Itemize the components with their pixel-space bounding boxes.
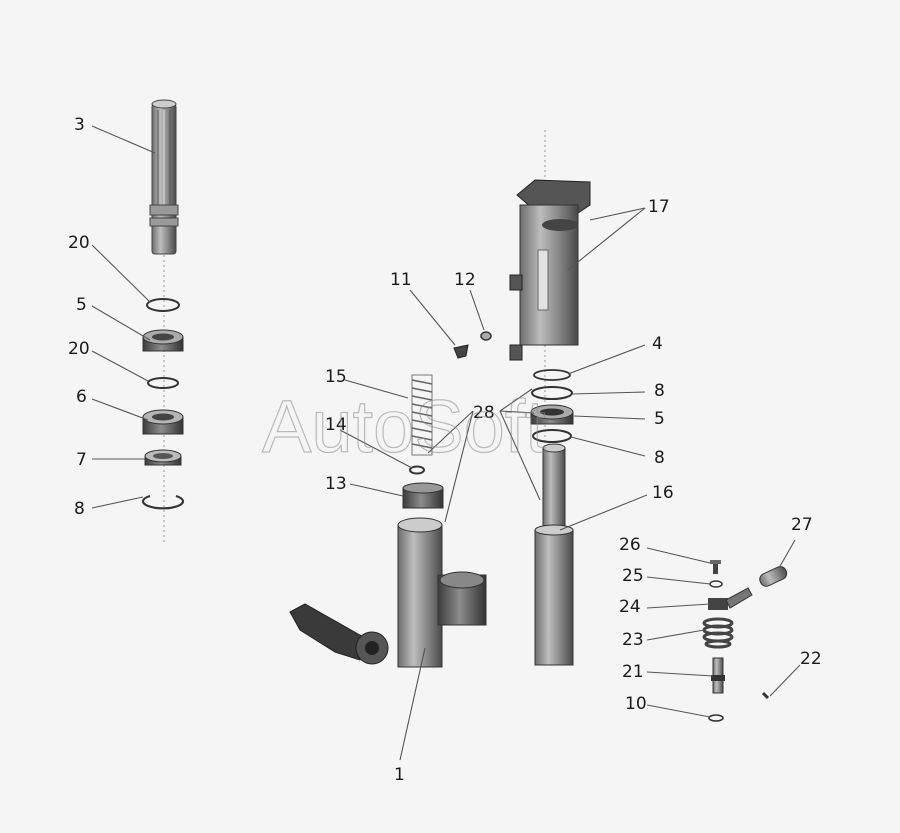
callout-3: 3 [74, 115, 85, 135]
callout-15: 15 [325, 367, 347, 387]
callout-27: 27 [791, 515, 813, 535]
leader-lines [91, 125, 801, 761]
part-20-ring-lower [147, 377, 179, 389]
part-8-ring-lower-right [532, 429, 572, 443]
part-5-bearing-right [530, 404, 574, 425]
part-5-bearing-left [142, 329, 184, 352]
callout-23: 23 [622, 630, 644, 650]
callout-26: 26 [619, 535, 641, 555]
callout-labels: 3 20 5 20 6 7 8 17 11 12 4 15 8 28 5 14 … [68, 115, 822, 785]
part-17-bracket-housing [509, 179, 591, 361]
part-1-body [289, 517, 487, 668]
callout-14: 14 [325, 415, 347, 435]
part-15-spring [411, 374, 433, 456]
part-21-plunger [711, 657, 725, 694]
part-11-screw [453, 344, 469, 359]
callout-17: 17 [648, 197, 670, 217]
callout-20-upper: 20 [68, 233, 90, 253]
part-6-bearing [142, 409, 184, 435]
part-26-bolt [710, 560, 721, 574]
callout-8-upper-right: 8 [654, 381, 665, 401]
callout-8-lower-right: 8 [654, 448, 665, 468]
part-12-washer [480, 331, 492, 341]
callout-25: 25 [622, 566, 644, 586]
callout-5-right: 5 [654, 409, 665, 429]
callout-8-left: 8 [74, 499, 85, 519]
part-13-bush [402, 482, 444, 509]
part-14-washer [409, 465, 425, 475]
callout-6: 6 [76, 387, 87, 407]
part-23-spring [702, 617, 734, 649]
part-27-pin [759, 566, 788, 587]
callout-11: 11 [390, 270, 412, 290]
part-4-ring [533, 369, 571, 381]
callout-5-left: 5 [76, 295, 87, 315]
part-25-washer [709, 580, 723, 588]
part-24-lever [708, 587, 753, 610]
callout-28: 28 [473, 403, 495, 423]
part-20-ring-upper [146, 298, 180, 312]
callout-24: 24 [619, 597, 641, 617]
watermark: AutoSoft [262, 385, 546, 468]
callout-10: 10 [625, 694, 647, 714]
callout-16: 16 [652, 483, 674, 503]
callout-20-lower: 20 [68, 339, 90, 359]
part-8-ring-upper-right [531, 386, 573, 400]
callout-1: 1 [394, 765, 405, 785]
callout-4: 4 [652, 334, 663, 354]
part-16-shaft [534, 443, 574, 666]
callout-12: 12 [454, 270, 476, 290]
callout-21: 21 [622, 662, 644, 682]
part-7-ring [144, 449, 182, 466]
callout-22: 22 [800, 649, 822, 669]
part-8-circlip-left [141, 494, 185, 510]
part-3-splined-shaft [149, 99, 179, 255]
callout-7: 7 [76, 450, 87, 470]
part-10-ring [708, 714, 724, 722]
callout-13: 13 [325, 474, 347, 494]
part-22-pin [761, 691, 770, 700]
